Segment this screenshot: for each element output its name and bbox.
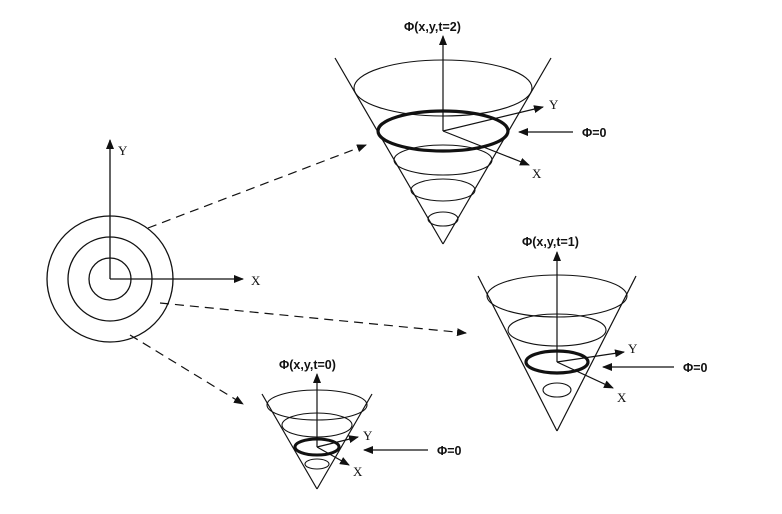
- planar-y-label: Y: [118, 143, 128, 158]
- cone-t2-ring-4: [410, 178, 476, 202]
- arrow-to-t2: [147, 144, 367, 229]
- cone-t0: Φ(x,y,t=0) Y X Φ=0: [261, 358, 462, 490]
- cone-t2-left-edge: [334, 57, 444, 245]
- cone-t2-phi-label: Φ(x,y,t=2): [404, 20, 461, 34]
- cone-t1-left-edge: [477, 275, 558, 432]
- cone-t0-x-label: X: [353, 464, 363, 479]
- cone-t2-ring-3: [393, 144, 493, 176]
- cone-t2-ring-5: [427, 211, 459, 227]
- cone-t1-zero-label: Φ=0: [683, 361, 708, 375]
- cone-t1-x-label: X: [617, 390, 627, 405]
- cone-t1: Φ(x,y,t=1) Y X Φ=0: [477, 235, 708, 432]
- cone-t0-y-axis: [316, 435, 359, 448]
- cone-t2: Φ(x,y,t=2) Y X Φ=0: [334, 20, 607, 245]
- mapping-arrows: [129, 144, 467, 405]
- cone-t1-y-label: Y: [628, 341, 638, 356]
- cone-t0-x-axis: [316, 446, 350, 466]
- cone-t2-x-axis: [442, 130, 530, 166]
- cone-t2-y-label: Y: [549, 97, 559, 112]
- cone-t0-zero-label: Φ=0: [437, 444, 462, 458]
- arrow-to-t0: [129, 334, 244, 405]
- cone-t2-zero-label: Φ=0: [582, 126, 607, 140]
- planar-contours: Y X: [46, 139, 261, 343]
- cone-t0-y-label: Y: [363, 428, 373, 443]
- cone-t0-phi-label: Φ(x,y,t=0): [279, 358, 336, 372]
- cone-t2-x-label: X: [532, 166, 542, 181]
- cone-t1-phi-label: Φ(x,y,t=1): [522, 235, 579, 249]
- cone-t1-y-axis: [556, 349, 625, 363]
- cone-t0-left-edge: [261, 393, 318, 490]
- cone-t0-right-edge: [316, 393, 373, 490]
- cone-t0-ring-4: [304, 458, 330, 470]
- cone-t1-right-edge: [556, 275, 637, 432]
- planar-x-label: X: [251, 273, 261, 288]
- cone-t2-y-axis: [442, 105, 544, 132]
- cone-t2-right-edge: [442, 57, 552, 245]
- cone-t1-ring-4: [542, 382, 572, 398]
- arrow-to-t1: [159, 302, 467, 337]
- cone-t1-x-axis: [556, 361, 614, 389]
